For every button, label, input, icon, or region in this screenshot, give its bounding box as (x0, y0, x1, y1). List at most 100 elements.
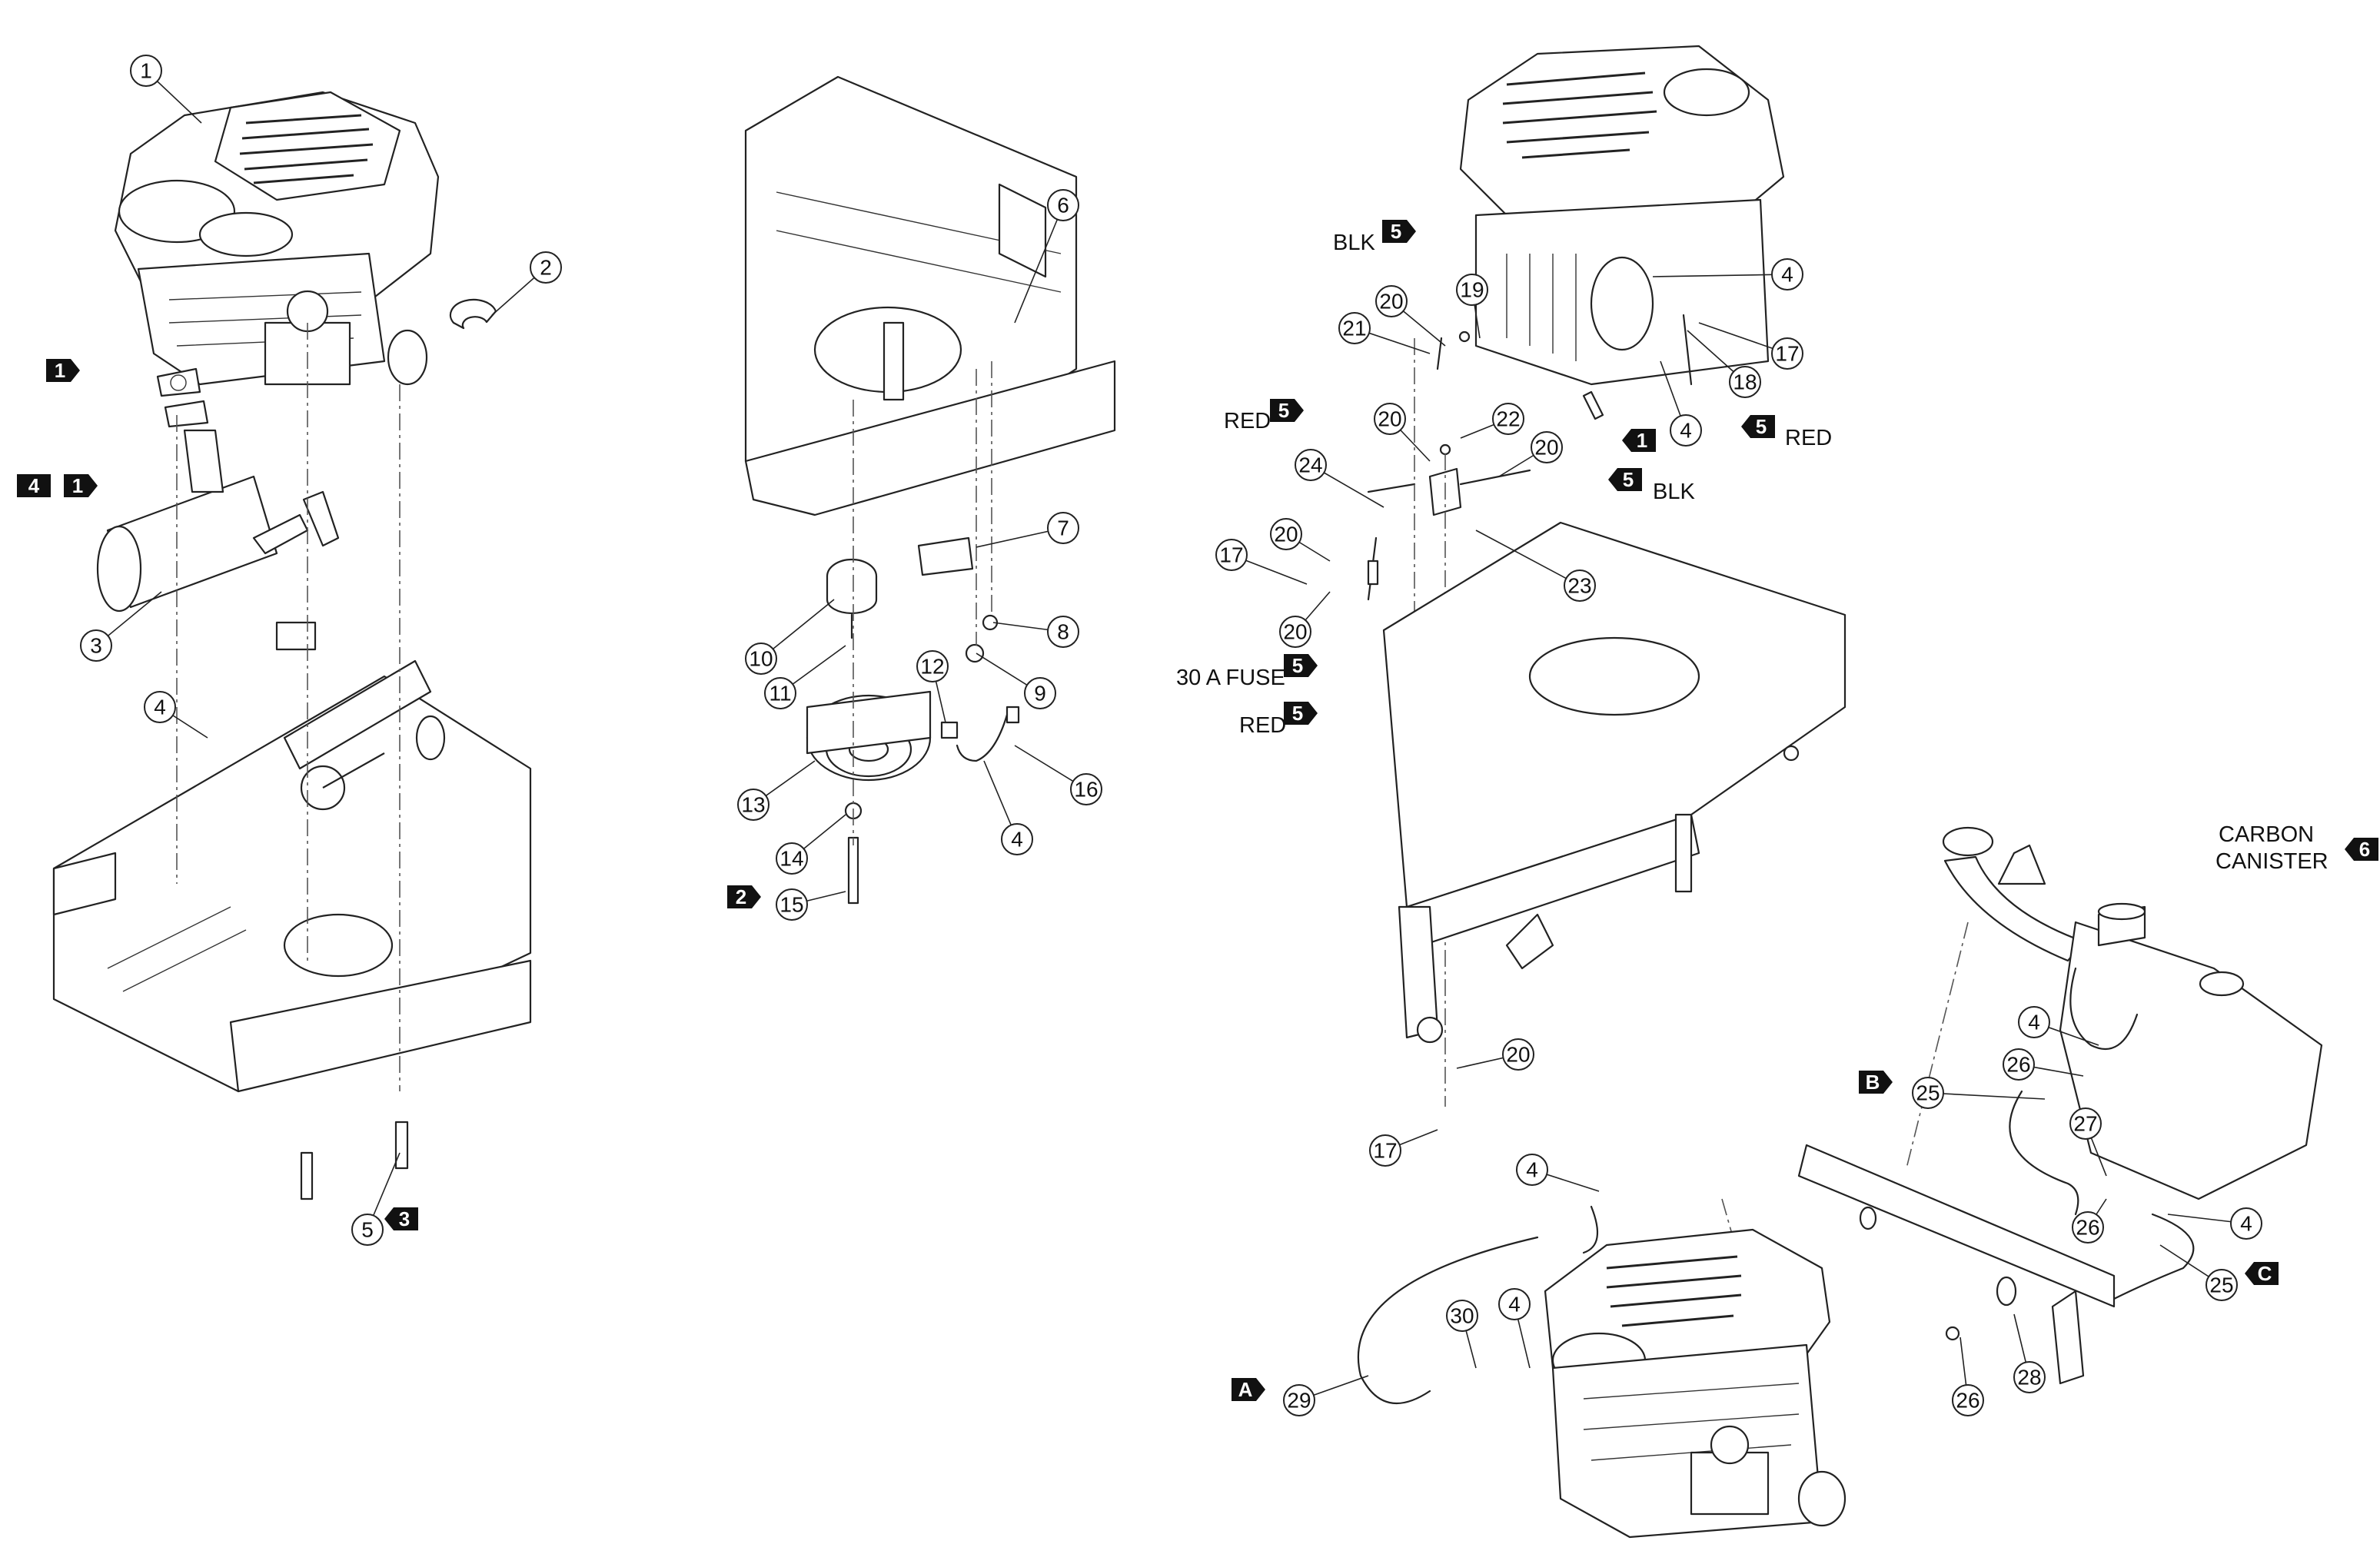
tag-text: 5 (1756, 415, 1767, 438)
callout-number: 7 (1057, 516, 1069, 540)
tag-text: 1 (72, 474, 83, 497)
callout-c2-10: 10 (745, 599, 835, 675)
callout-c3-20b: 20 (1374, 403, 1431, 462)
callout-circle (1047, 512, 1079, 544)
muffler (96, 429, 340, 651)
callout-c3-17c: 17 (1369, 1129, 1438, 1167)
callout-number: 26 (1956, 1389, 1979, 1413)
callout-circle (1492, 403, 1524, 435)
callout-number: 2 (540, 256, 552, 280)
callout-c4-25a: 25 (1912, 1077, 2046, 1109)
callout-circle (1502, 1038, 1534, 1071)
callout-circle (2018, 1006, 2050, 1038)
callout-number: 26 (2006, 1053, 2030, 1077)
callout-circle (2230, 1207, 2262, 1240)
callout-number: 13 (741, 793, 765, 817)
tag-text: 1 (1637, 429, 1647, 452)
tag-t1: 1 (46, 359, 80, 382)
callout-c4-28: 28 (2013, 1313, 2046, 1393)
callout-c3-22: 22 (1460, 403, 1524, 439)
tag-text: B (1866, 1071, 1880, 1094)
callout-c2-12: 12 (916, 650, 949, 723)
tag-text: 3 (399, 1207, 410, 1230)
callout-circle (1729, 366, 1761, 398)
callout-c3-20a: 20 (1375, 285, 1446, 347)
callout-c4-27: 27 (2069, 1107, 2107, 1177)
fuel-tank (1942, 826, 2323, 1200)
callout-number: 17 (1775, 342, 1799, 366)
callout-number: 6 (1057, 194, 1069, 217)
callout-circle (916, 650, 949, 682)
callout-circle (130, 55, 162, 87)
tag-text: A (1238, 1378, 1253, 1401)
callout-c3-21: 21 (1338, 312, 1431, 354)
callout-c3-18: 18 (1687, 330, 1761, 398)
callout-c2-4: 4 (983, 760, 1033, 855)
callout-circle (2205, 1269, 2238, 1301)
callout-number: 20 (1378, 407, 1401, 431)
callout-c4-29: 29 (1283, 1375, 1369, 1416)
tag-text: 5 (1391, 220, 1401, 243)
engine-assembly-left (114, 91, 497, 386)
callout-circle (1270, 518, 1302, 550)
callout-c2-15: 15 (776, 888, 846, 921)
callout-number: 15 (779, 893, 803, 917)
callout-number: 4 (2028, 1011, 2040, 1034)
callout-c1-1: 1 (130, 55, 202, 124)
label-carbon: CARBON (2219, 822, 2314, 847)
callout-c1-3: 3 (80, 591, 162, 662)
callout-number: 12 (920, 655, 944, 679)
callout-circle (776, 842, 808, 875)
tag-shape (2345, 838, 2378, 861)
callout-number: 14 (779, 847, 803, 871)
callout-c3-20f: 20 (1456, 1038, 1534, 1071)
tag-shape (1232, 1378, 1265, 1401)
callout-c4-4d: 4 (1498, 1288, 1531, 1369)
callout-circle (1295, 449, 1327, 481)
callout-circle (1369, 1134, 1401, 1167)
tag-t13: 6 (2345, 838, 2378, 861)
callout-circle (1279, 616, 1311, 648)
tag-shape (1382, 220, 1416, 243)
label-blk-right: BLK (1653, 480, 1695, 504)
callout-c3-4b: 4 (1660, 360, 1702, 447)
callout-circle (1912, 1077, 1944, 1109)
muffler-gasket (156, 367, 209, 428)
tag-shape (727, 885, 761, 908)
callout-number: 28 (2017, 1366, 2041, 1390)
callout-number: 26 (2076, 1216, 2099, 1240)
tag-t15: C (2245, 1262, 2279, 1285)
callout-circle (737, 789, 770, 821)
callout-circle (1952, 1384, 1984, 1416)
tag-shape (1608, 468, 1642, 491)
callout-circle (1070, 773, 1102, 805)
callout-circle (1215, 539, 1248, 571)
tag-shape (17, 474, 51, 497)
tag-t14: B (1859, 1071, 1893, 1094)
callout-circle (2069, 1107, 2102, 1140)
callout-number: 20 (1283, 620, 1307, 644)
callout-circle (2072, 1211, 2104, 1244)
callout-number: 10 (749, 647, 773, 671)
callout-c4-30: 30 (1446, 1300, 1478, 1369)
callout-number: 4 (1508, 1293, 1521, 1317)
callout-c2-6: 6 (1014, 189, 1079, 324)
callout-number: 3 (90, 634, 102, 658)
callout-c1-5: 5 (351, 1152, 401, 1246)
callout-circle (1446, 1300, 1478, 1332)
callout-circle (745, 643, 777, 675)
callout-leader (1014, 204, 1064, 324)
callout-c4-25b: 25 (2159, 1244, 2238, 1301)
callout-leader (1475, 530, 1581, 586)
callout-number: 27 (2073, 1112, 2097, 1136)
label-canister: CANISTER (2215, 849, 2328, 874)
callout-number: 29 (1287, 1389, 1311, 1413)
tag-shape (1622, 429, 1656, 452)
callout-c4-4a: 4 (2018, 1006, 2099, 1046)
tag-text: 5 (1623, 468, 1634, 491)
tag-t16: A (1232, 1378, 1265, 1401)
callout-c3-20d: 20 (1270, 518, 1331, 562)
tag-t3: 1 (64, 474, 98, 497)
